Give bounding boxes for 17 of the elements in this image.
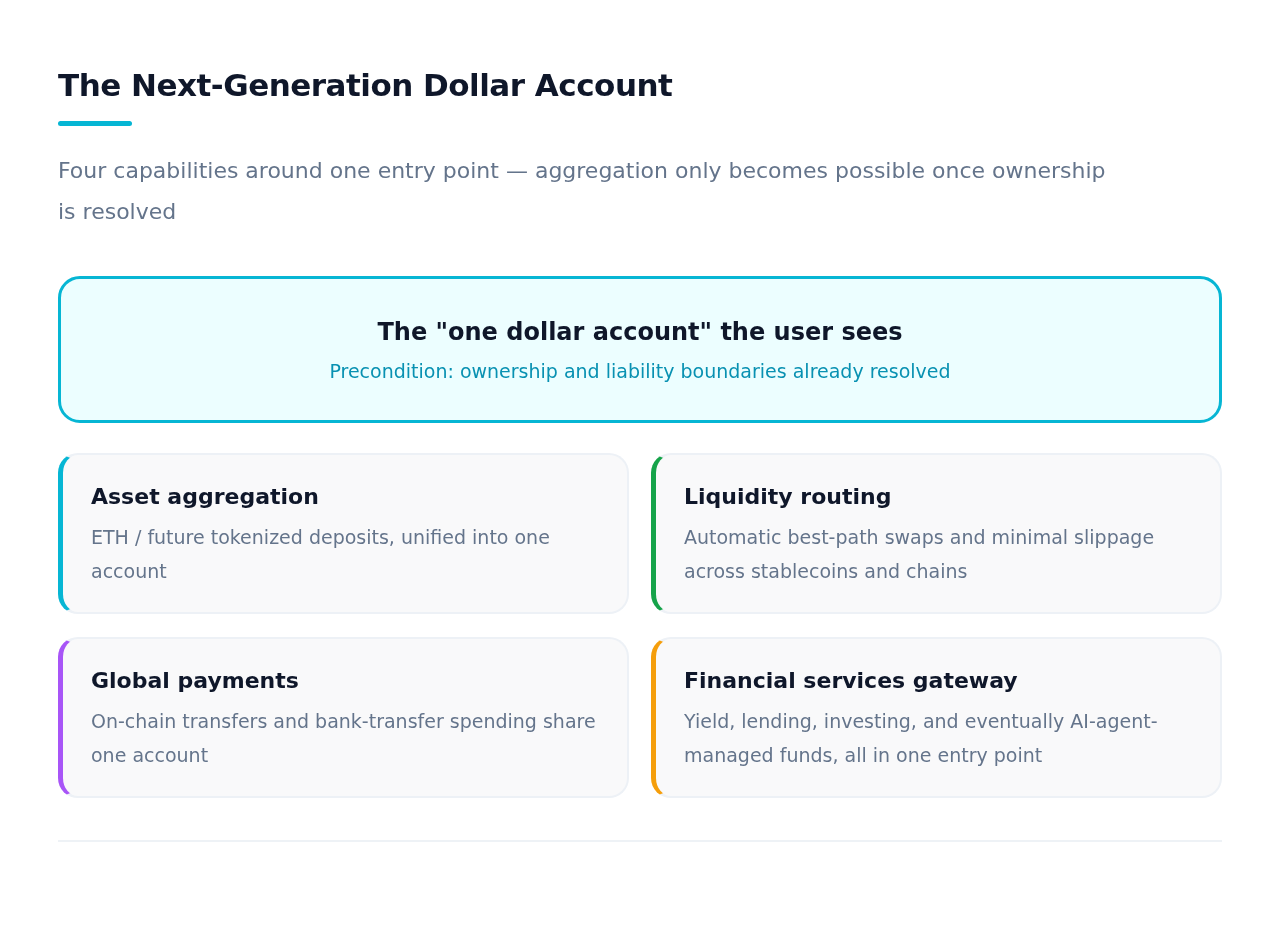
panel-subtitle: Precondition: ownership and liability boundaries already resolved xyxy=(329,358,951,384)
subtitle: Four capabilities around one entry point — aggregation only becomes possible once ownership is resolved xyxy=(58,157,1107,226)
card-description: Automatic best-path swaps and minimal slippage across stablecoins and chains xyxy=(684,525,1156,584)
card-description: Yield, lending, investing, and eventually AI-agent-managed funds, all in one entry point xyxy=(684,709,1159,768)
card-description: On-chain transfers and bank-transfer spending share one account xyxy=(91,709,597,768)
capability-card xyxy=(651,453,1222,614)
card-heading: Financial services gateway xyxy=(684,667,1019,695)
card-heading: Global payments xyxy=(91,667,300,695)
capability-card xyxy=(651,637,1222,798)
account-panel xyxy=(58,276,1222,423)
panel-heading: The "one dollar account" the user sees xyxy=(377,316,903,348)
card-heading: Asset aggregation xyxy=(91,483,320,511)
capability-card xyxy=(58,453,629,614)
page-title: The Next-Generation Dollar Account xyxy=(58,66,673,105)
card-description: ETH / future tokenized deposits, unified into one account xyxy=(91,525,551,584)
card-heading: Liquidity routing xyxy=(684,483,893,511)
capability-card xyxy=(58,637,629,798)
